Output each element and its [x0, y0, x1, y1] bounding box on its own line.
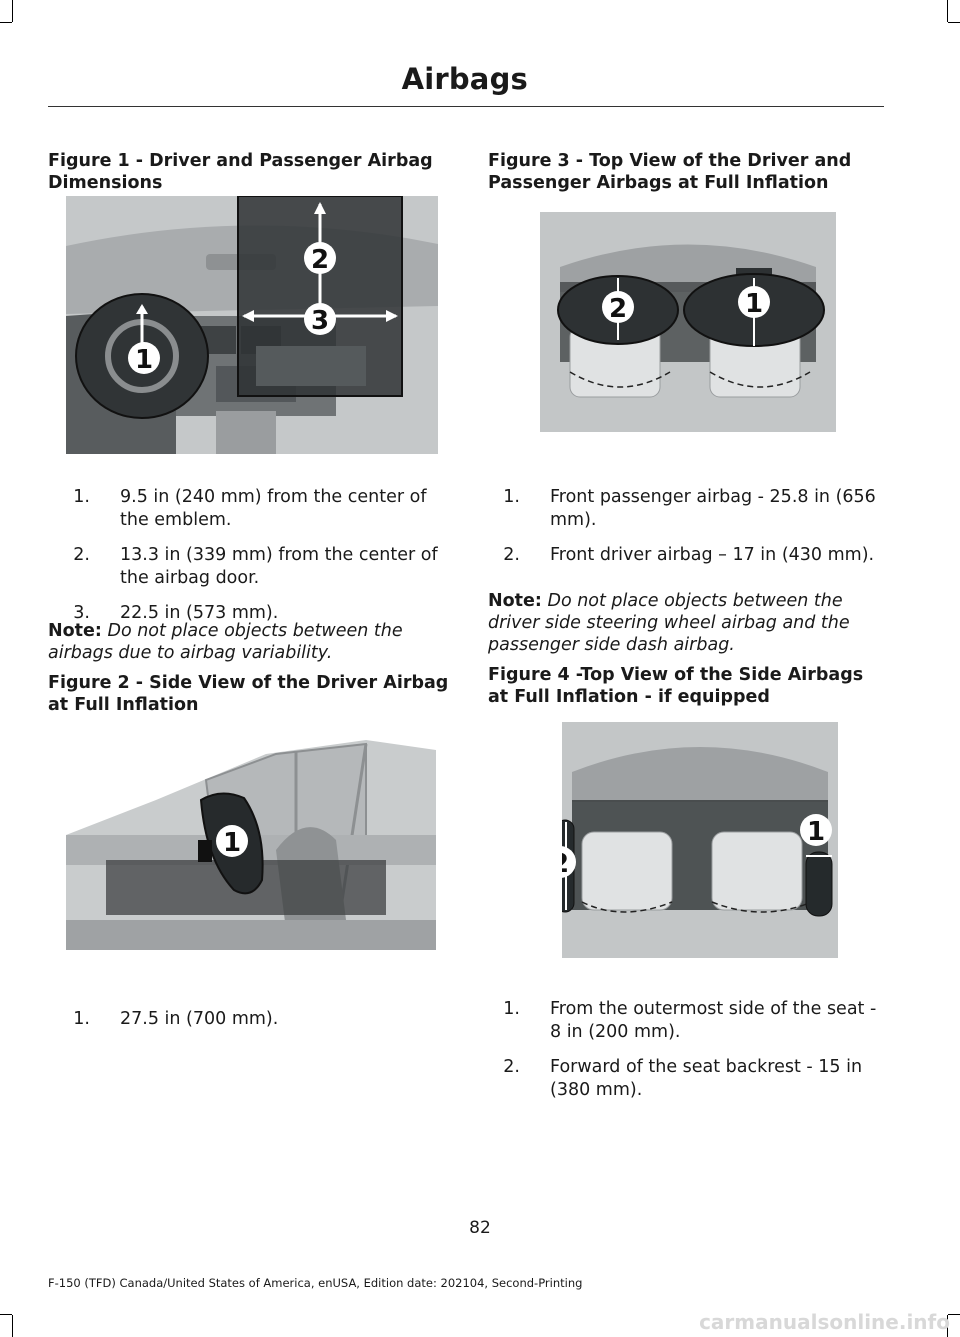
list-item: 2.Forward of the seat backrest - 15 in (… [503, 1057, 863, 1100]
figure1-illustration: 2 3 1 [66, 196, 438, 454]
callout-2: 2 [609, 294, 627, 324]
list-item: 2.13.3 in (339 mm) from the center of th… [73, 545, 438, 588]
crop-mark [947, 1315, 948, 1337]
crop-mark [0, 22, 12, 23]
figure2-title: Figure 2 - Side View of the Driver Airba… [48, 673, 449, 715]
footer-edition: F-150 (TFD) Canada/United States of Amer… [48, 1276, 583, 1290]
crop-mark [947, 0, 948, 22]
crop-mark [948, 22, 960, 23]
crop-mark [948, 1314, 960, 1315]
callout-1: 1 [135, 345, 153, 375]
callout-1: 1 [223, 828, 241, 858]
figure3-list: 1.Front passenger airbag - 25.8 in (656 … [492, 486, 884, 579]
figure2-illustration: 1 [66, 740, 436, 950]
list-item: 1.Front passenger airbag - 25.8 in (656 … [503, 487, 876, 530]
watermark: carmanualsonline.info [699, 1310, 950, 1334]
callout-1: 1 [745, 289, 763, 319]
figure1-list: 1.9.5 in (240 mm) from the center of the… [62, 486, 446, 637]
list-item: 1.9.5 in (240 mm) from the center of the… [73, 487, 427, 530]
callout-2: 2 [311, 245, 329, 275]
figure2-list: 1.27.5 in (700 mm). [62, 1008, 446, 1043]
list-item: 1.From the outermost side of the seat - … [503, 999, 877, 1042]
header-divider [48, 106, 884, 107]
callout-3: 3 [311, 306, 329, 336]
callout-1: 1 [807, 817, 825, 847]
crop-mark [0, 1314, 12, 1315]
figure1-title: Figure 1 - Driver and Passenger Airbag D… [48, 151, 433, 193]
figure3-illustration: 2 1 [540, 212, 836, 432]
crop-mark [12, 1315, 13, 1337]
figure4-title: Figure 4 -Top View of the Side Airbags a… [488, 665, 864, 707]
page-title: Airbags [401, 62, 528, 96]
crop-mark [12, 0, 13, 22]
figure1-note: Note: Do not place objects between the a… [48, 621, 403, 663]
list-item: 3.22.5 in (573 mm). [73, 603, 279, 623]
callout-2: 2 [562, 849, 569, 879]
page-number: 82 [469, 1218, 491, 1238]
figure4-illustration: 1 2 [562, 722, 838, 958]
figure3-title: Figure 3 - Top View of the Driver and Pa… [488, 151, 852, 193]
figure3-note: Note: Do not place objects between the d… [488, 591, 850, 655]
list-item: 1.27.5 in (700 mm). [73, 1009, 279, 1029]
figure4-list: 1.From the outermost side of the seat - … [492, 998, 884, 1114]
list-item: 2.Front driver airbag – 17 in (430 mm). [503, 545, 875, 565]
